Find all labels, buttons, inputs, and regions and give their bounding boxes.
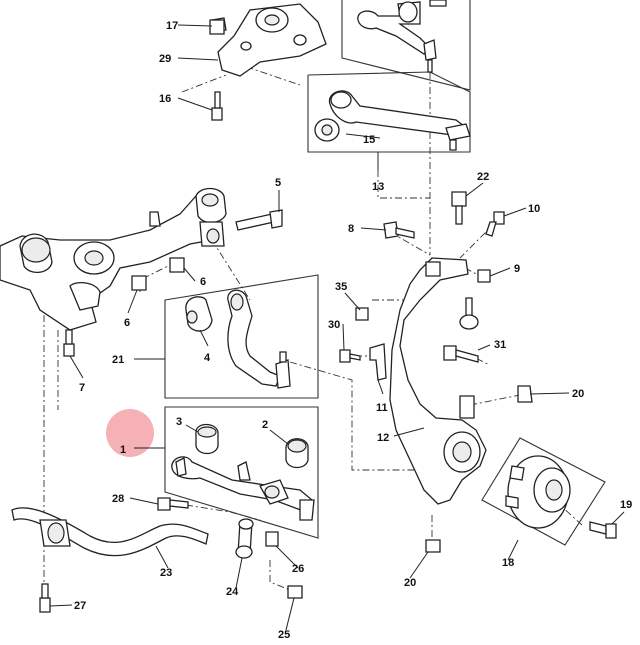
- callout-6b[interactable]: 6: [124, 317, 130, 329]
- callout-12[interactable]: 12: [377, 432, 389, 444]
- front-subframe: [0, 187, 227, 331]
- callout-4[interactable]: 4: [204, 352, 211, 364]
- upper-arm-top: [357, 0, 447, 73]
- steering-knuckle: [389, 257, 487, 505]
- callout-35[interactable]: 35: [335, 281, 347, 293]
- hardware: [39, 19, 617, 613]
- callout-labels: 17 29 16 15 13 5 6 6 7 8 9 10 22 21 4 35…: [74, 20, 632, 641]
- group-box-21: [164, 274, 319, 399]
- wheel-hub: [505, 455, 571, 529]
- callout-17[interactable]: 17: [166, 20, 178, 32]
- callout-13[interactable]: 13: [372, 181, 384, 193]
- selected-callout-highlight: [106, 409, 154, 457]
- callout-10[interactable]: 10: [528, 203, 540, 215]
- callout-28[interactable]: 28: [112, 493, 124, 505]
- callout-22[interactable]: 22: [477, 171, 489, 183]
- group-box-18: [481, 437, 606, 546]
- group-box-13: [307, 71, 471, 153]
- lower-arm-21: [185, 289, 291, 389]
- callout-31[interactable]: 31: [494, 339, 506, 351]
- callout-15[interactable]: 15: [363, 134, 375, 146]
- callout-20b[interactable]: 20: [404, 577, 416, 589]
- callout-30[interactable]: 30: [328, 319, 340, 331]
- leader-lines: [49, 24, 625, 631]
- callout-5[interactable]: 5: [275, 177, 281, 189]
- callout-18[interactable]: 18: [502, 557, 514, 569]
- callout-11[interactable]: 11: [376, 402, 388, 414]
- upper-mount-bracket: [211, 3, 327, 77]
- callout-16[interactable]: 16: [159, 93, 171, 105]
- callout-1[interactable]: 1: [120, 444, 126, 456]
- callout-2[interactable]: 2: [262, 419, 268, 431]
- callout-9[interactable]: 9: [514, 263, 520, 275]
- callout-23[interactable]: 23: [160, 567, 172, 579]
- callout-21[interactable]: 21: [112, 354, 124, 366]
- assembly-lines: [43, 61, 583, 600]
- callout-25[interactable]: 25: [278, 629, 290, 641]
- callout-29[interactable]: 29: [159, 53, 171, 65]
- callout-24[interactable]: 24: [226, 586, 239, 598]
- upper-arm-13: [314, 90, 471, 151]
- callout-3[interactable]: 3: [176, 416, 182, 428]
- callout-19[interactable]: 19: [620, 499, 632, 511]
- callout-8[interactable]: 8: [348, 223, 354, 235]
- drop-link: [235, 518, 254, 559]
- group-box-1: [164, 406, 319, 539]
- callout-26[interactable]: 26: [292, 563, 304, 575]
- callout-7[interactable]: 7: [79, 382, 85, 394]
- anti-roll-bar: [11, 507, 209, 557]
- lower-arm-1: [171, 423, 315, 521]
- callout-27[interactable]: 27: [74, 600, 86, 612]
- group-box-top-right: [341, 0, 471, 91]
- callout-6a[interactable]: 6: [200, 276, 206, 288]
- callout-20a[interactable]: 20: [572, 388, 584, 400]
